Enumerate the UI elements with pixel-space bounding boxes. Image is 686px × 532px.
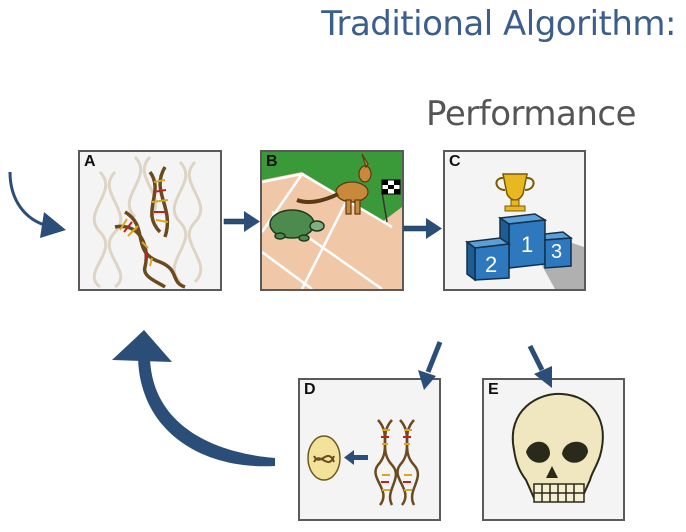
arrow-a-to-b [223,211,260,232]
race-icon [262,152,402,289]
small-arrow-icon [344,450,368,465]
podium-first: 1 [521,232,533,257]
return-arrow [112,330,275,467]
podium-icon: 1 2 3 [465,173,584,289]
panel-d: D [298,378,441,521]
panel-b-label: B [266,153,278,170]
panel-d-label: D [304,381,316,398]
diagram-subtitle: Performance [426,94,636,134]
reproduction-icon [307,419,420,506]
panel-e-label: E [488,381,499,398]
kangaroo [296,153,372,215]
turtle [269,209,325,242]
panel-a: A [78,150,222,291]
skull-icon [511,392,604,503]
podium-second: 2 [485,252,497,277]
trophy-icon [495,173,535,212]
panel-c: C 1 2 3 [443,150,586,291]
arrow-b-to-c [403,218,442,239]
egg-icon [307,435,341,481]
panel-c-label: C [449,153,461,170]
arrow-c-to-d [418,341,443,390]
panel-b: B [260,150,404,291]
panel-e: E [482,378,625,521]
checkered-flag [381,179,401,223]
diagram-title: Traditional Algorithm: [321,4,676,44]
entry-arrow [8,171,66,238]
dna-population-icon [92,155,203,289]
arrow-c-to-e [527,344,552,388]
panel-a-label: A [84,153,96,170]
podium-third: 3 [551,241,562,263]
